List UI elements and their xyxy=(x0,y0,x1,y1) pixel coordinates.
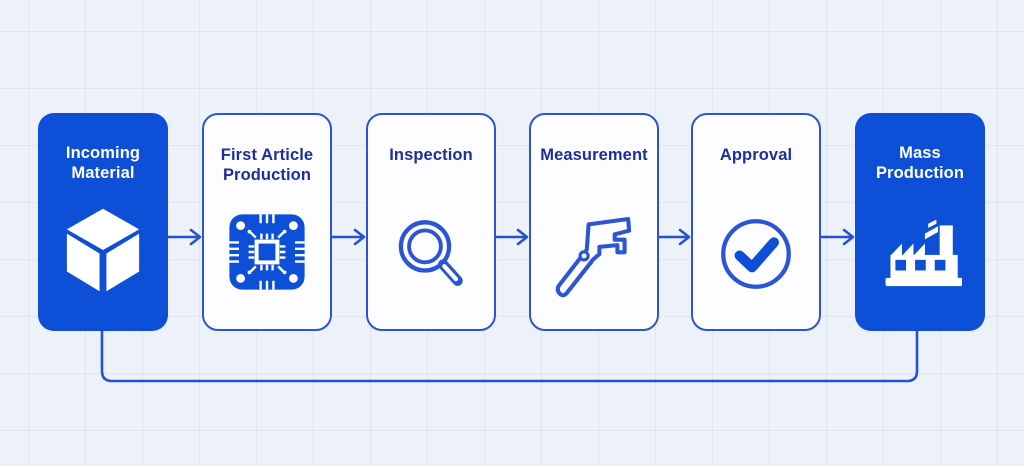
step-label: Incoming Material xyxy=(65,144,141,183)
check-circle-icon xyxy=(717,215,795,293)
step-label: Measurement xyxy=(540,146,648,164)
step-label: Approval xyxy=(719,146,793,164)
step-label: First Article Production xyxy=(220,146,314,185)
flow-arrow-5 xyxy=(819,228,855,246)
step-label: Mass Production xyxy=(875,144,965,183)
magnifying-glass-icon xyxy=(388,212,474,298)
flow-arrow-3 xyxy=(494,228,529,246)
caliper-icon xyxy=(549,210,639,300)
flow-arrow-2 xyxy=(330,228,366,246)
step-label: Inspection xyxy=(389,146,473,164)
step-card-inspection: Inspection xyxy=(366,113,496,331)
feedback-return-line xyxy=(100,326,919,383)
flow-arrow-4 xyxy=(657,228,691,246)
step-card-first-article-production: First Article Production xyxy=(202,113,332,331)
flow-arrow-1 xyxy=(166,228,202,246)
step-card-approval: Approval xyxy=(691,113,821,331)
step-card-incoming-material: Incoming Material xyxy=(38,113,168,331)
microchip-icon xyxy=(227,212,307,292)
cube-icon xyxy=(60,205,146,295)
factory-icon xyxy=(878,209,963,291)
step-card-mass-production: Mass Production xyxy=(855,113,985,331)
step-card-measurement: Measurement xyxy=(529,113,659,331)
